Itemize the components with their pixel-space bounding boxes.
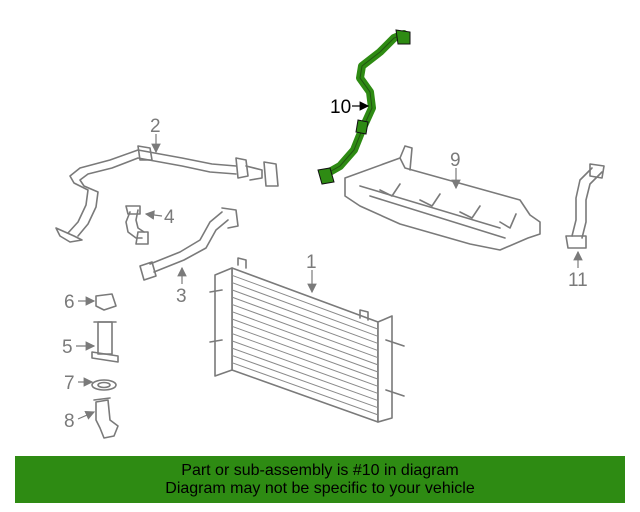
cap-part-6 bbox=[95, 293, 117, 311]
info-banner: Part or sub-assembly is #10 in diagram D… bbox=[15, 456, 625, 503]
radiator-fin bbox=[231, 354, 379, 409]
radiator-fin bbox=[231, 333, 379, 387]
radiator-fin bbox=[231, 289, 379, 344]
banner-line-2: Diagram may not be specific to your vehi… bbox=[165, 479, 475, 497]
callout-9: 9 bbox=[450, 150, 461, 171]
radiator-fin bbox=[231, 347, 379, 402]
hose-part-4 bbox=[125, 205, 149, 245]
callout-8: 8 bbox=[64, 411, 75, 432]
callout-5: 5 bbox=[62, 337, 73, 358]
radiator-fin bbox=[231, 340, 379, 394]
hose-part-10-highlight bbox=[317, 29, 411, 185]
radiator-fin bbox=[231, 325, 379, 380]
callout-2: 2 bbox=[150, 116, 161, 137]
hose-part-2 bbox=[55, 145, 279, 243]
callout-6: 6 bbox=[64, 292, 75, 313]
radiator-fin bbox=[231, 296, 379, 352]
leader-8 bbox=[77, 410, 96, 420]
callout-4: 4 bbox=[164, 207, 175, 228]
radiator-fin bbox=[231, 362, 379, 416]
reservoir-part-9 bbox=[344, 145, 541, 251]
radiator-part-1 bbox=[209, 257, 405, 423]
callout-3: 3 bbox=[176, 286, 187, 307]
seal-part-7 bbox=[91, 379, 117, 391]
leader-4 bbox=[144, 210, 163, 220]
callout-1: 1 bbox=[306, 252, 317, 273]
parts-diagram: 1 2 3 4 5 6 7 8 9 10 11 bbox=[55, 29, 605, 439]
callout-11: 11 bbox=[568, 270, 588, 291]
hose-part-3 bbox=[139, 207, 239, 281]
radiator-fin bbox=[231, 274, 379, 330]
callout-7: 7 bbox=[64, 373, 75, 394]
outlet-part-8 bbox=[93, 397, 119, 439]
radiator-fin bbox=[231, 318, 379, 373]
thermostat-housing-part-5 bbox=[91, 321, 119, 363]
callout-10: 10 bbox=[330, 97, 351, 118]
radiator-fin bbox=[231, 303, 379, 359]
radiator-fin bbox=[231, 311, 379, 366]
banner-line-1: Part or sub-assembly is #10 in diagram bbox=[181, 461, 459, 479]
hose-part-11 bbox=[565, 163, 605, 249]
radiator-fin bbox=[231, 282, 379, 337]
